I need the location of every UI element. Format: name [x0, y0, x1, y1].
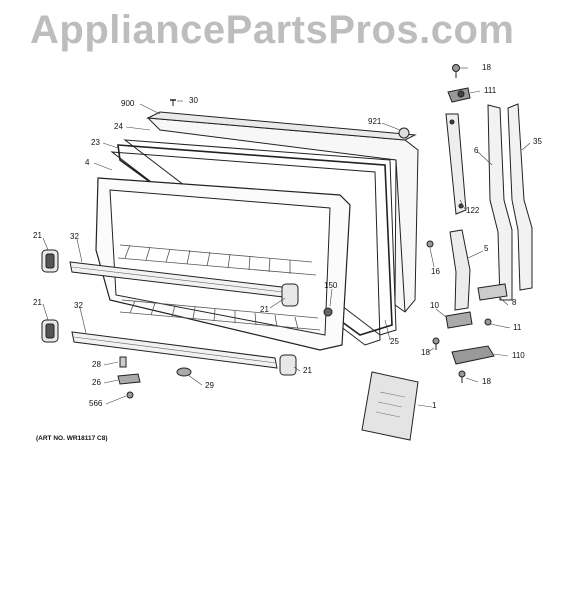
shelf-end-cap-left-lower: [41, 319, 59, 343]
callout-23: 23: [91, 138, 100, 147]
pin-28: [119, 356, 127, 368]
callout-921: 921: [368, 117, 382, 126]
callout-21: 21: [260, 305, 269, 314]
callout-25: 25: [390, 337, 399, 346]
shelf-end-cap-left-upper: [41, 249, 59, 273]
callout-1: 1: [432, 401, 437, 410]
plug-150: [323, 307, 333, 317]
screw-18-mid: [432, 337, 440, 350]
callout-32: 32: [70, 232, 79, 241]
art-number: (ART NO. WR18117 C8): [36, 435, 108, 442]
callout-18: 18: [482, 63, 491, 72]
shelf-end-cap-right-upper: [281, 283, 299, 307]
callout-8: 8: [512, 298, 517, 307]
screw-11: [484, 318, 492, 326]
callout-21: 21: [33, 298, 42, 307]
callout-900: 900: [121, 99, 135, 108]
callout-5: 5: [484, 244, 489, 253]
screw-566: [126, 391, 134, 399]
inner-door-liner: [95, 177, 351, 351]
callout-6: 6: [474, 146, 479, 155]
callout-16: 16: [431, 267, 440, 276]
callout-18: 18: [482, 377, 491, 386]
hinge-8: [477, 283, 508, 301]
hinge-bushing-111: [447, 87, 471, 103]
callout-32: 32: [74, 301, 83, 310]
callout-4: 4: [85, 158, 90, 167]
callout-110: 110: [512, 351, 525, 360]
screw-18-bottom: [458, 370, 466, 383]
callout-122: 122: [466, 206, 480, 215]
watermark-text: AppliancePartsPros.com: [30, 8, 515, 52]
screw-30: [170, 99, 176, 106]
leader-lines: [42, 67, 531, 408]
callout-11: 11: [513, 323, 522, 332]
hinge-pin-18-top: [452, 64, 460, 78]
callout-29: 29: [205, 381, 214, 390]
hinge-bar-122: [445, 113, 467, 215]
hinge-bracket-110: [451, 345, 495, 365]
handle-6: [487, 104, 513, 301]
callout-10: 10: [430, 301, 439, 310]
hinge-10: [445, 311, 473, 329]
callout-566: 566: [89, 399, 103, 408]
callout-26: 26: [92, 378, 101, 387]
handle-35: [507, 103, 533, 291]
cap-29: [176, 367, 192, 377]
callout-21: 21: [303, 366, 312, 375]
screw-16: [426, 240, 434, 248]
callout-35: 35: [533, 137, 542, 146]
callout-111: 111: [484, 86, 497, 95]
callout-24: 24: [114, 122, 123, 131]
callout-18: 18: [421, 348, 430, 357]
callout-30: 30: [189, 96, 198, 105]
owner-manual-1: [361, 371, 419, 441]
callout-28: 28: [92, 360, 101, 369]
callout-21: 21: [33, 231, 42, 240]
bracket-26: [117, 373, 141, 385]
callout-150: 150: [324, 281, 338, 290]
outer-door-panel: [146, 111, 419, 313]
door-shelf-bar-lower: [71, 331, 278, 369]
shelf-end-cap-right-lower: [279, 354, 297, 376]
handle-bracket-5: [449, 229, 471, 311]
